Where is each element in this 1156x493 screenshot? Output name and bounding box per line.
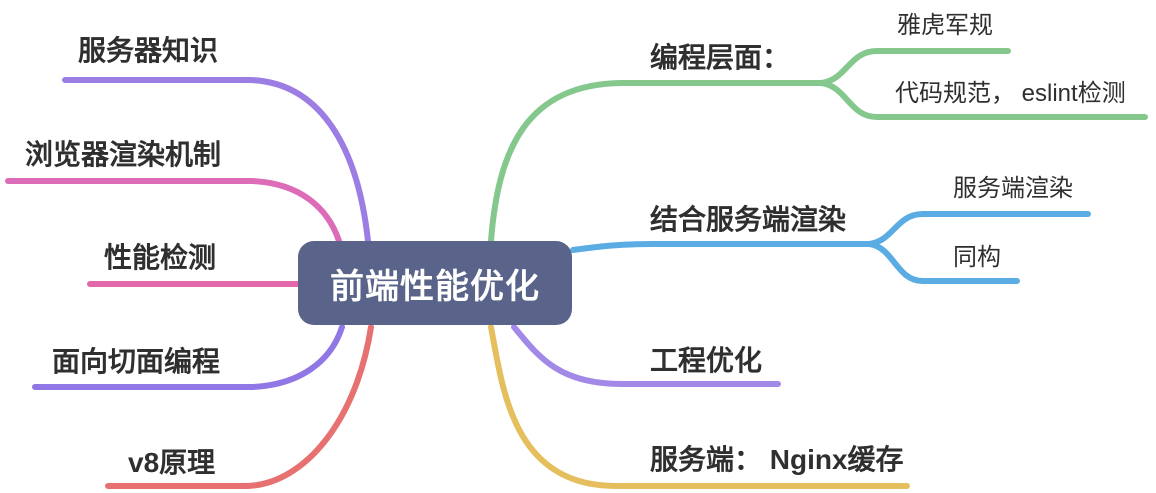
branch-line-v8 (105, 324, 374, 489)
branch-label-server-knowledge[interactable]: 服务器知识 (78, 35, 219, 66)
branch-label-v8[interactable]: v8原理 (128, 447, 216, 478)
branch-line-aop (32, 324, 345, 390)
branch-label-isomorphic[interactable]: 同构 (953, 244, 1001, 271)
branch-line-ssr (570, 241, 872, 253)
branch-line-server-side-render (866, 211, 1091, 247)
branch-label-engineering[interactable]: 工程优化 (650, 345, 763, 376)
branch-label-aop[interactable]: 面向切面编程 (52, 346, 221, 377)
branch-line-yahoo-rules (818, 48, 1011, 86)
branch-line-browser-render (5, 178, 342, 244)
root-node[interactable]: 前端性能优化 (298, 241, 572, 325)
branch-label-performance-detect[interactable]: 性能检测 (104, 242, 217, 273)
branch-label-nginx-cache[interactable]: 服务端： Nginx缓存 (650, 444, 904, 475)
branch-line-server-knowledge (62, 77, 371, 244)
branch-label-code-standard[interactable]: 代码规范， eslint检测 (895, 80, 1126, 107)
branch-label-yahoo-rules[interactable]: 雅虎军规 (897, 12, 993, 39)
branch-label-programming-level[interactable]: 编程层面： (650, 42, 791, 73)
branch-label-server-side-render[interactable]: 服务端渲染 (953, 175, 1073, 202)
branch-line-code-standard (818, 80, 1148, 120)
branch-line-programming-level (488, 80, 824, 244)
branch-line-nginx-cache (488, 324, 910, 489)
branch-label-ssr[interactable]: 结合服务端渲染 (650, 204, 847, 235)
branch-label-browser-render[interactable]: 浏览器渲染机制 (25, 139, 222, 170)
branch-line-engineering (511, 324, 781, 387)
branch-line-isomorphic (866, 241, 1020, 284)
